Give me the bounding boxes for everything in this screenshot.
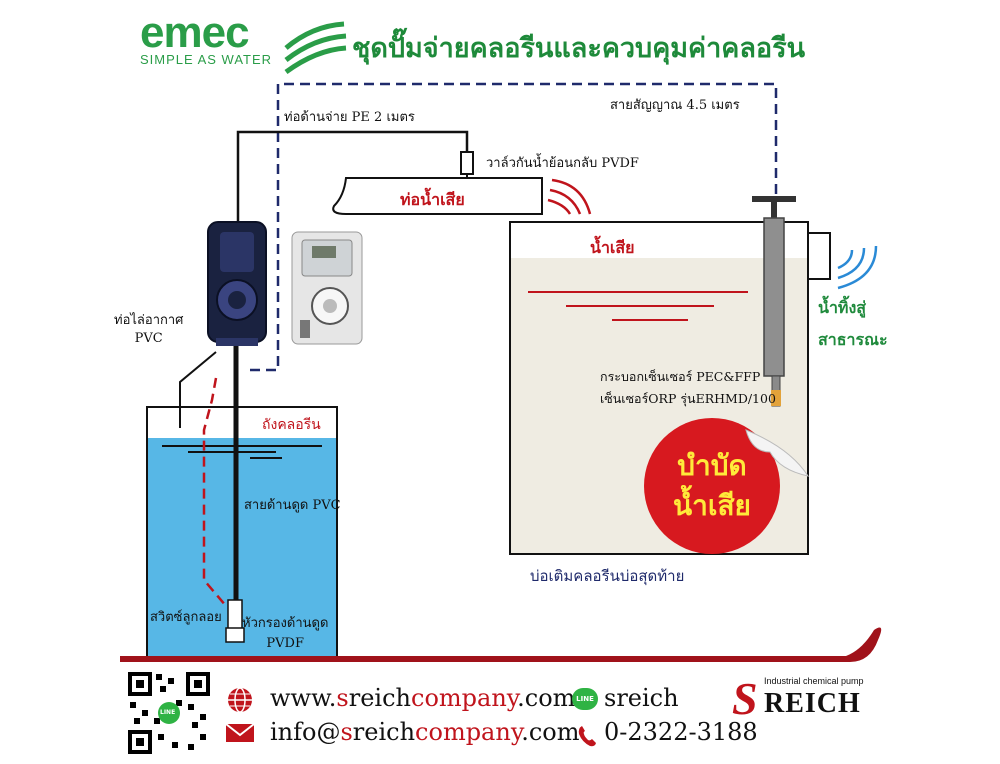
air-vent-label: ท่อไล่อากาศ PVC	[114, 313, 184, 346]
suction-line-label: สายด้านดูด PVC	[244, 498, 341, 513]
check-valve	[460, 151, 474, 175]
foot-filter-label: หัวกรองด้านดูด PVDF	[242, 616, 329, 651]
sensor-cap	[752, 196, 796, 202]
sensor-label: กระบอกเซ็นเซอร์ PEC&FFP เซ็นเซอร์ORP รุ่…	[600, 369, 776, 406]
line-icon: LINE	[572, 688, 598, 710]
orp-sensor-tip	[771, 390, 781, 406]
outlet-box	[807, 232, 831, 280]
check-valve-label: วาล์วกันน้ำย้อนกลับ PVDF	[486, 156, 639, 171]
qr-line-badge: LINE	[160, 709, 176, 716]
brand-name: emec	[140, 8, 250, 57]
phone-link[interactable]: 0-2322-3188	[604, 718, 758, 746]
treatment-seal	[644, 418, 780, 554]
mail-icon	[225, 723, 255, 742]
discharge-pipe-label: ท่อด้านจ่าย PE 2 เมตร	[284, 110, 415, 125]
final-pond-label: บ่อเติมคลอรีนบ่อสุดท้าย	[530, 567, 685, 585]
discharge-pipe-line	[236, 130, 469, 226]
line-id-link[interactable]: sreich	[604, 684, 679, 712]
float-switch-cable	[202, 377, 227, 607]
float-switch-label: สวิตซ์ลูกลอย	[150, 610, 222, 625]
sreich-logo: Industrial chemical pump S REICH	[732, 673, 866, 724]
water-waves-icon	[284, 21, 347, 75]
signal-cable-line	[250, 82, 778, 372]
logo-initial: S	[732, 673, 758, 724]
sensor-holder	[763, 217, 785, 377]
page-title: ชุดปั๊มจ่ายคลอรีนและควบคุมค่าคลอรีน	[352, 33, 806, 64]
seal-text: บำบัด น้ำเสีย	[673, 449, 751, 522]
waste-pipe-label: ท่อน้ำเสีย	[400, 190, 465, 209]
brand-logo: emec SIMPLE AS WATER	[140, 8, 272, 67]
email-link[interactable]: info@sreichcompany.com	[270, 718, 580, 746]
signal-cable-label: สายสัญญาณ 4.5 เมตร	[610, 98, 740, 113]
outlet-label: น้ำทิ้งสู่ สาธารณะ	[818, 298, 888, 349]
waste-pipe	[332, 177, 543, 215]
waste-water-label: น้ำเสีย	[590, 238, 635, 257]
phone-icon	[578, 726, 596, 747]
logo-tagline: Industrial chemical pump	[764, 676, 864, 686]
globe-icon	[228, 687, 252, 713]
website-link[interactable]: www.sreichcompany.com	[270, 684, 576, 712]
foot-filter	[227, 599, 243, 631]
footer-divider	[120, 627, 882, 662]
logo-word: REICH	[764, 688, 861, 719]
qr-code[interactable]	[126, 670, 212, 756]
brand-tagline: SIMPLE AS WATER	[140, 52, 273, 67]
chlorine-tank-label: ถังคลอรีน	[262, 417, 321, 433]
air-vent-line	[179, 351, 217, 428]
